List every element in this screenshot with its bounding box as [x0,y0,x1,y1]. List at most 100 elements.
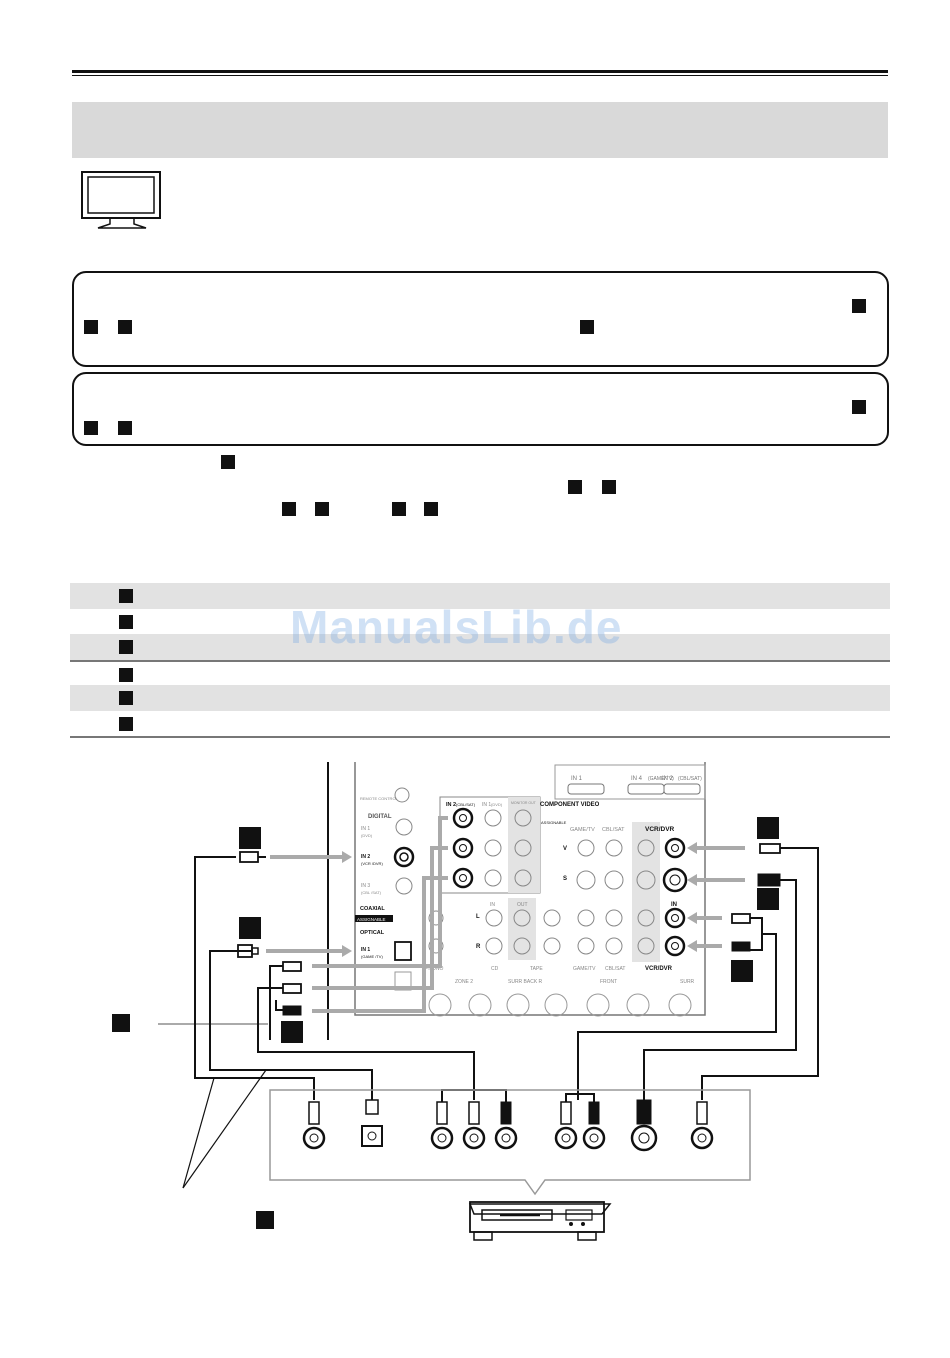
marker-square [568,480,582,494]
video-jacks [576,839,656,890]
note-box-1 [72,271,889,367]
assignable-label: ASSIGNABLE [357,917,386,922]
vcr-dvr2-label: VCR/DVR [645,966,673,972]
front-label: FRONT [600,979,617,985]
marker-square [221,455,235,469]
comp-in1-label: IN 1 [482,802,491,808]
hdmi-in4-sub: (GAME/TV) [648,776,674,782]
marker-square [424,502,438,516]
cables [194,847,819,1102]
out-label: OUT [517,902,528,908]
coax-in1-jack [395,818,413,836]
marker-square [282,502,296,516]
hdmi-in4-label: IN 4 [631,776,643,782]
vcr-dvr-label: VCR/DVR [645,826,675,833]
source-device-panel [269,1089,751,1196]
table-bottom-rule [70,736,890,738]
comp-in2-label: IN 2 [446,802,456,808]
marker-square [392,502,406,516]
marker-square [118,320,132,334]
dig-in3-sub: (CBL /SAT) [361,890,382,895]
vcr-plugs-right [687,842,781,952]
table-row [70,685,890,711]
vcr-audio-r-jack [664,935,686,957]
remote-jack [394,787,410,803]
dig-in1-sub: (DVD) [361,833,373,838]
marker-square [602,480,616,494]
surr-back-label: SURR BACK R [508,979,543,985]
hdmi-port [627,783,665,795]
vcr-video-in-jack [664,837,686,859]
marker-square [84,320,98,334]
header-rule-thin [72,75,888,76]
in-label: IN [490,902,495,908]
surr-label: SURR [680,979,695,985]
phono-label: PHONO [425,966,443,972]
comp-in2-sub: (CBL/SAT) [456,802,476,807]
table-row [70,711,890,737]
hdmi-section [554,764,706,800]
table-row [70,634,890,660]
cbl-sat-label: CBL/SAT [602,827,625,833]
audio-jacks [428,909,655,955]
optical-label: OPTICAL [360,930,385,936]
marker-square [852,299,866,313]
optical-plug-left [237,944,352,958]
vcr-in-label: IN [671,902,677,908]
marker-square [119,716,133,731]
marker-square [239,827,261,849]
hdmi-in1-label: IN 1 [571,776,583,782]
tv-icon [81,171,161,229]
component-jacks [452,807,532,889]
marker-square [315,502,329,516]
coax-plug-left [239,851,352,863]
marker-square [580,320,594,334]
zone2-label: ZONE 2 [455,979,473,985]
marker-square [84,421,98,435]
table-row [70,659,890,686]
connection-diagram: IN 1 IN 4 (GAME/TV) IN 2 (CBL/SAT) REMOT… [112,762,819,1241]
opt-in1-label: IN 1 [361,947,370,953]
cbl-sat2-label: CBL/SAT [605,966,625,972]
marker-square [256,1211,274,1229]
marker-square [118,421,132,435]
comp-in1-sub: (DVD) [491,802,503,807]
dig-in1-label: IN 1 [361,826,370,832]
marker-square [119,614,133,629]
table-row [70,609,890,635]
section-banner [72,102,888,158]
r-label: R [476,944,481,950]
hdmi-port [567,783,605,795]
hdmi-port [663,783,701,795]
monitor-out-label: MONITOR OUT [511,801,537,805]
marker-square [119,640,133,654]
marker-square [119,589,133,603]
coax-in3-jack [395,877,413,895]
tape-label: TAPE [530,966,543,972]
rear-panel [354,762,706,1016]
source-device-jacks [302,1099,714,1152]
vcr-svideo-in-jack [662,867,688,893]
table-row [70,583,890,609]
dig-in2-sub: (VCR /DVR) [361,861,383,866]
game-tv2-label: GAME/TV [573,966,596,972]
component-video-label: COMPONENT VIDEO [540,802,600,808]
marker-square [119,667,133,682]
coax-in2-jack [393,846,415,868]
speaker-terminals [428,993,692,1017]
marker-square [239,917,261,939]
hdmi-in2-sub: (CBL/SAT) [678,776,702,782]
marker-square [757,817,779,839]
vcr-device-icon [468,1201,612,1241]
marker-square [112,1014,130,1032]
assignable2-label: ASSIGNABLE [541,820,567,825]
optical-in1-jack [394,941,412,961]
connection-table [70,583,890,736]
assignable-badge [355,915,393,922]
marker-square [757,888,779,910]
hdmi-in2-label: IN 2 [662,776,674,782]
digital-label: DIGITAL [368,814,392,820]
marker-square [281,1021,303,1043]
s-label: S [563,876,567,882]
vcr-audio-l-jack [664,907,686,929]
